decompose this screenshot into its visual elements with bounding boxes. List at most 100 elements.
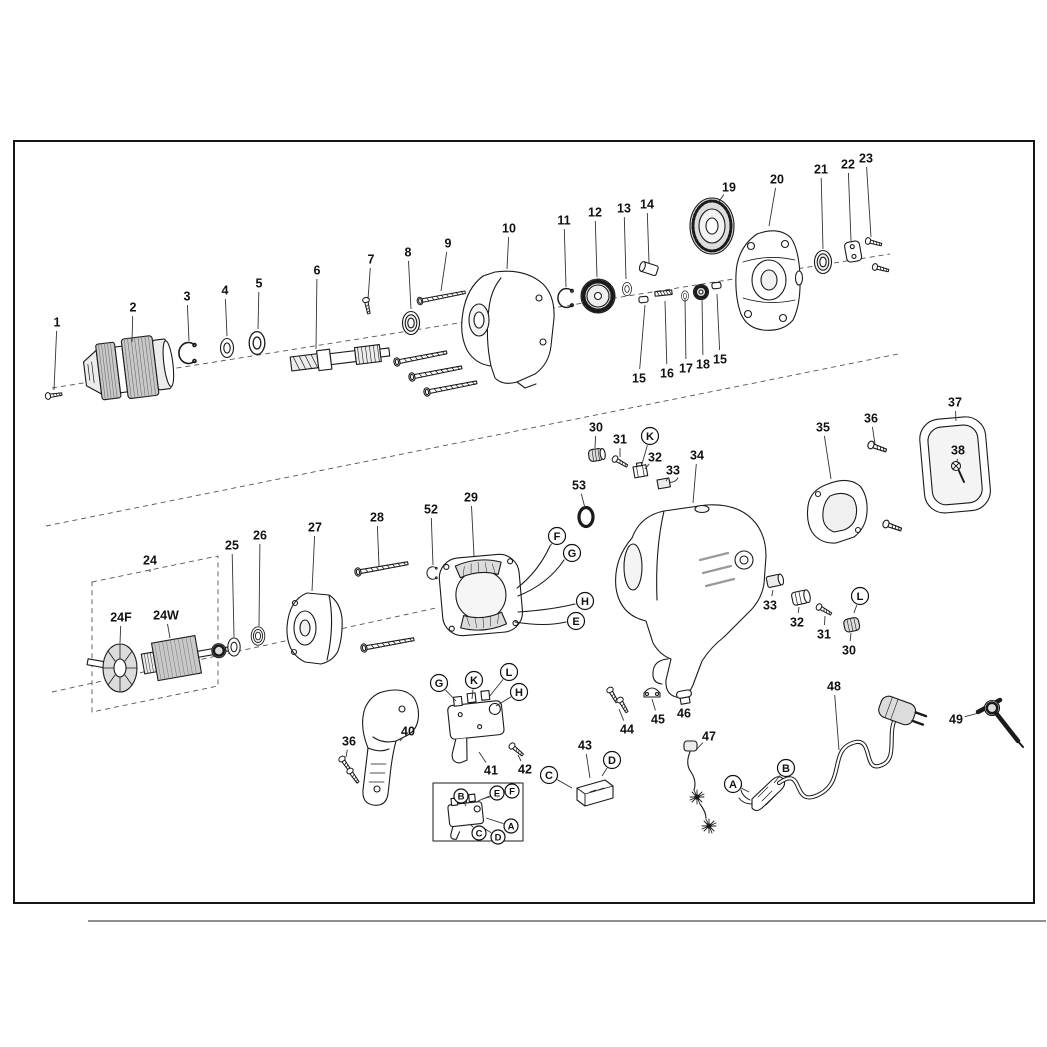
- svg-text:53: 53: [572, 478, 586, 492]
- leader-line: [563, 228, 567, 288]
- part-number-label: 34: [690, 448, 704, 462]
- part-number-label: 36: [342, 734, 356, 748]
- leader-line: [955, 410, 957, 422]
- callout-letter: B: [776, 758, 796, 778]
- svg-text:F: F: [509, 786, 515, 797]
- svg-text:21: 21: [814, 162, 828, 176]
- svg-text:35: 35: [816, 420, 830, 434]
- part-43-terminal-block: [576, 779, 614, 807]
- leader-line: [701, 297, 704, 356]
- part-6-spindle: [289, 344, 391, 372]
- svg-text:14: 14: [640, 197, 654, 211]
- part-28-screws: [353, 558, 416, 654]
- part-48-power-cord: [738, 695, 928, 812]
- svg-text:24F: 24F: [110, 610, 132, 624]
- leader-line: [601, 767, 608, 777]
- leader-line: [471, 505, 475, 557]
- part-52-ring: [426, 566, 438, 580]
- part-21-bearing: [813, 249, 833, 275]
- callout-letter: E: [566, 611, 586, 631]
- part-24W-armature: [140, 635, 235, 682]
- part-45-cable-clip: [643, 687, 661, 698]
- leader-line: [849, 632, 852, 642]
- part-22-retainer-plate: [844, 240, 863, 263]
- part-number-label: 37: [948, 395, 962, 409]
- part-15b-pin: [711, 281, 722, 290]
- svg-text:27: 27: [308, 520, 322, 534]
- leader-line: [618, 708, 625, 721]
- part-number-label: 1: [54, 315, 61, 329]
- callout-letter: D: [490, 829, 506, 845]
- part-1-screw: [44, 390, 63, 401]
- svg-text:6: 6: [314, 263, 321, 277]
- part-34-motor-housing: [615, 504, 767, 698]
- svg-text:28: 28: [370, 510, 384, 524]
- leader-line: [684, 298, 687, 360]
- part-33-carbon-brush: [656, 477, 679, 490]
- part-2-chuck: [82, 335, 175, 401]
- svg-text:29: 29: [464, 490, 478, 504]
- leader-line: [231, 553, 235, 638]
- part-number-label: 52: [424, 502, 438, 516]
- part-number-label: 40: [401, 724, 415, 738]
- leader-line: [641, 444, 648, 465]
- part-number-label: 47: [702, 729, 716, 743]
- svg-text:26: 26: [253, 528, 267, 542]
- leader-line: [311, 535, 316, 592]
- part-number-label: 5: [256, 276, 263, 290]
- svg-text:24W: 24W: [153, 608, 179, 622]
- svg-text:G: G: [568, 548, 577, 560]
- svg-text:G: G: [435, 678, 444, 690]
- part-number-label: 44: [620, 722, 634, 736]
- leader-line: [717, 194, 725, 204]
- leader-line: [651, 698, 656, 711]
- svg-text:E: E: [494, 788, 500, 799]
- svg-text:37: 37: [948, 395, 962, 409]
- leader-line: [488, 679, 504, 698]
- leader-line: [464, 802, 467, 807]
- part-20-motor-bracket: [735, 230, 804, 331]
- part-number-label: 43: [578, 738, 592, 752]
- part-number-label: 46: [677, 706, 691, 720]
- leader-line: [399, 737, 403, 742]
- leader-line: [741, 787, 750, 793]
- leader-line: [376, 525, 380, 567]
- callout-letter: D: [602, 750, 622, 770]
- leader-line: [119, 625, 122, 644]
- svg-text:10: 10: [502, 221, 516, 235]
- svg-text:36: 36: [864, 411, 878, 425]
- leader-line: [692, 463, 697, 504]
- svg-text:7: 7: [368, 252, 375, 266]
- svg-text:43: 43: [578, 738, 592, 752]
- part-number-label: 32: [648, 450, 662, 464]
- leader-line: [257, 291, 260, 330]
- leader-line: [585, 753, 591, 779]
- leader-line: [773, 775, 781, 784]
- part-number-label: 14: [640, 197, 654, 211]
- svg-text:12: 12: [588, 205, 602, 219]
- leader-line: [485, 817, 504, 825]
- svg-text:B: B: [458, 791, 465, 802]
- part-number-label: 42: [518, 762, 532, 776]
- svg-text:32: 32: [648, 450, 662, 464]
- part-41-switch: [447, 689, 505, 764]
- svg-text:33: 33: [666, 463, 680, 477]
- part-number-label: 20: [770, 172, 784, 186]
- svg-text:47: 47: [702, 729, 716, 743]
- svg-text:44: 44: [620, 722, 634, 736]
- part-number-label: 15: [632, 371, 646, 385]
- leader-line: [345, 749, 348, 758]
- part-30b-brush-cap: [843, 617, 861, 633]
- part-number-label: 31: [817, 627, 831, 641]
- part-number-label: 18: [696, 357, 710, 371]
- leader-line: [623, 216, 627, 280]
- leader-line: [167, 623, 171, 639]
- svg-text:11: 11: [557, 213, 570, 227]
- part-14-pin: [638, 261, 659, 277]
- part-16-spring-shaft: [654, 289, 673, 297]
- part-number-label: 17: [679, 361, 693, 375]
- part-32b-holder-ring: [791, 589, 811, 606]
- part-29-stator: [438, 545, 576, 637]
- leader-line: [834, 694, 840, 751]
